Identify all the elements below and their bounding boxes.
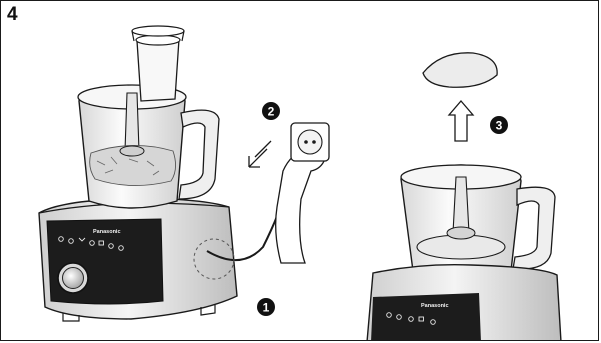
callout-2: 2 xyxy=(262,102,280,120)
speed-knob[interactable] xyxy=(58,263,88,293)
bowl-handle[interactable] xyxy=(179,110,219,199)
svg-text:3: 3 xyxy=(496,119,503,133)
wall-socket xyxy=(291,123,329,161)
lifted-food xyxy=(423,53,497,87)
hand xyxy=(276,149,325,263)
food-processor-left: Panasonic xyxy=(39,26,237,321)
blade-disc xyxy=(120,146,144,156)
brand-logo: Panasonic xyxy=(93,229,121,235)
feed-tube xyxy=(137,39,179,101)
unplug-arrow xyxy=(249,141,271,167)
svg-text:2: 2 xyxy=(268,105,275,119)
spindle xyxy=(125,93,139,151)
lift-arrow xyxy=(449,101,473,141)
brand-logo-right: Panasonic xyxy=(421,303,449,309)
callout-3: 3 xyxy=(490,116,508,134)
spindle-right xyxy=(453,177,469,233)
bowl-handle-right[interactable] xyxy=(513,187,555,269)
svg-text:1: 1 xyxy=(263,301,270,315)
callout-1: 1 xyxy=(257,298,275,316)
food-processor-right: Panasonic xyxy=(367,165,561,341)
